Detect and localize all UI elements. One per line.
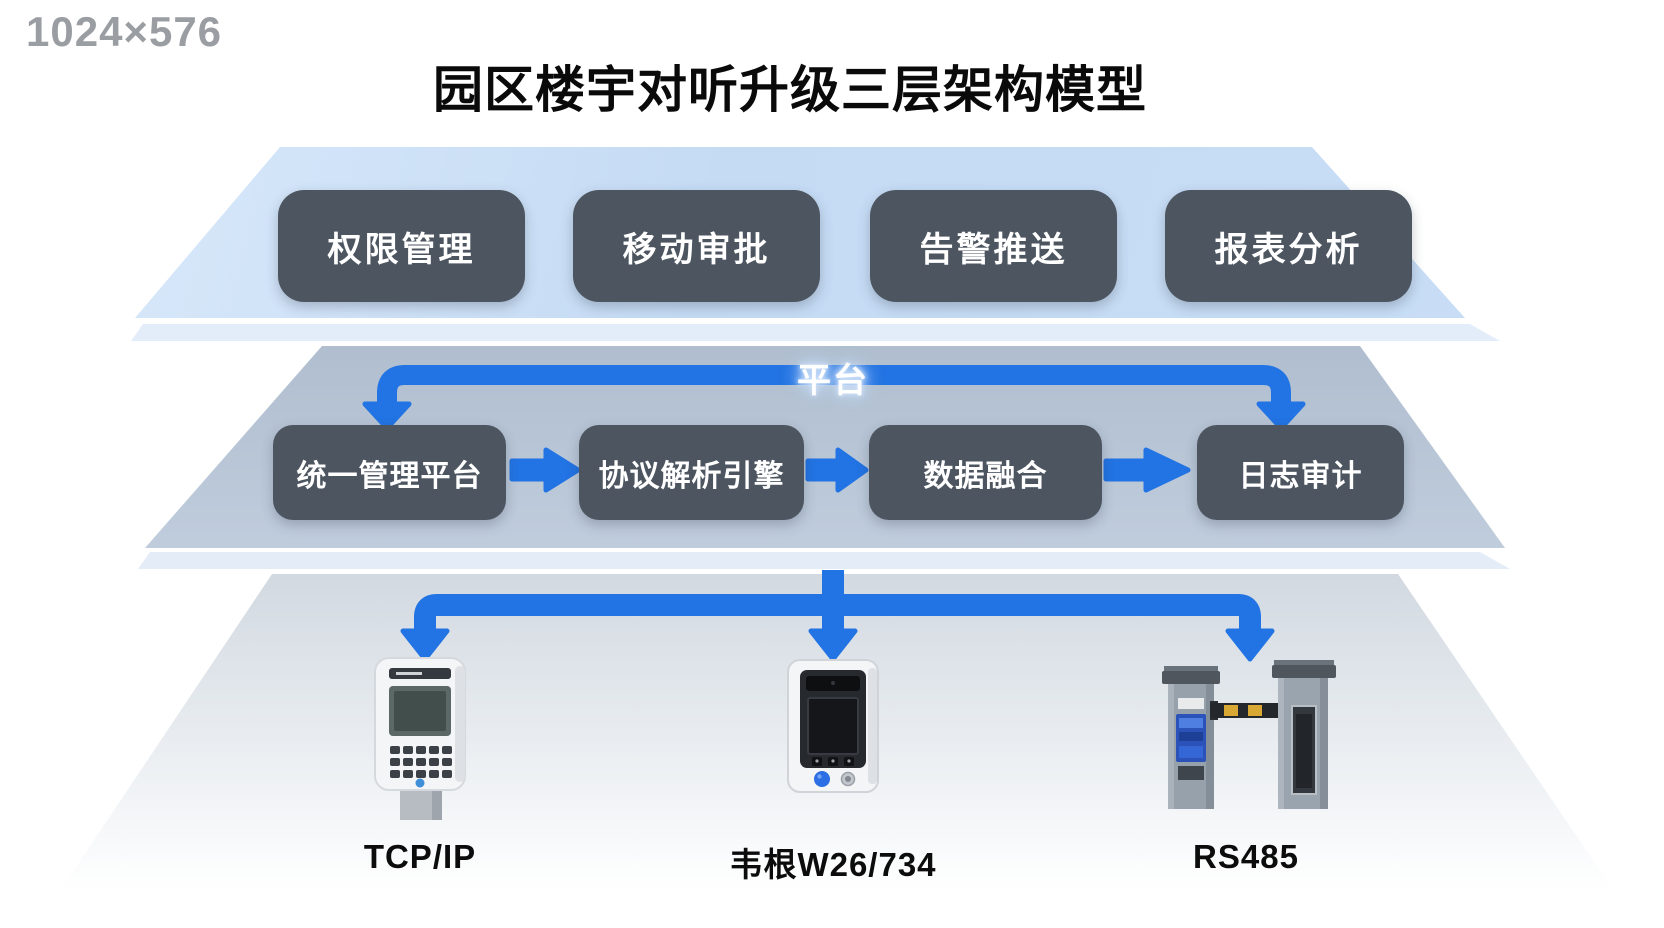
arrow-right-icon [1103, 447, 1191, 493]
arrow-down-icon [400, 628, 450, 662]
protocol-label-wiegand: 韦根W26/734 [729, 846, 937, 883]
box-unified-management-platform: 统一管理平台 [273, 425, 506, 520]
box-protocol-parsing-engine: 协议解析引擎 [579, 425, 804, 520]
arrow-right-icon [509, 447, 581, 493]
platform-feedback-arrow [362, 365, 1306, 431]
barrier-gate-illustration [1162, 660, 1336, 809]
box-report-analysis: 报表分析 [1165, 190, 1412, 302]
arrow-down-icon [808, 628, 858, 662]
device-bus-arrow [400, 570, 1275, 662]
protocol-label-tcpip: TCP/IP [363, 838, 477, 875]
box-mobile-approval: 移动审批 [573, 190, 820, 302]
platform-arrow-label: 平台 [797, 362, 869, 400]
box-alarm-push: 告警推送 [870, 190, 1117, 302]
arrow-right-icon [805, 447, 869, 493]
box-log-audit: 日志审计 [1197, 425, 1404, 520]
protocol-label-rs485: RS485 [1193, 838, 1299, 875]
page-title: 园区楼宇对听升级三层架构模型 [433, 62, 1147, 118]
arrow-down-icon [362, 401, 412, 431]
face-recognition-terminal-illustration [787, 659, 879, 793]
box-permission-management: 权限管理 [278, 190, 525, 302]
flow-arrows [509, 447, 1191, 493]
arrow-down-icon [1256, 401, 1306, 431]
box-data-fusion: 数据融合 [869, 425, 1102, 520]
button-row [812, 757, 854, 766]
arrow-down-icon [1225, 628, 1275, 662]
size-label: 1024×576 [26, 8, 223, 55]
keypad [390, 746, 452, 778]
access-card-terminal-illustration [374, 657, 466, 820]
